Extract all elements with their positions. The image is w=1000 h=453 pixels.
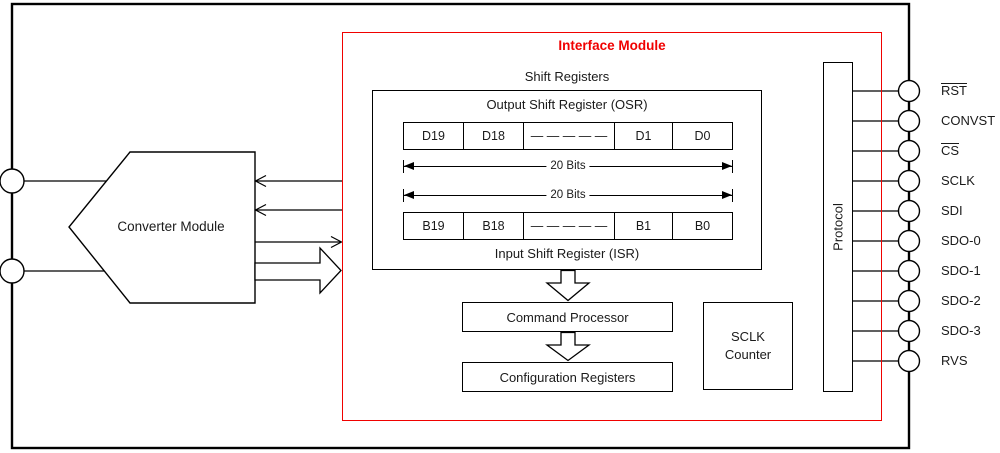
protocol-label: Protocol	[830, 203, 846, 251]
osr-width-dimension: 20 Bits	[403, 159, 733, 173]
isr-bit-row: B19 B18 — — — — — B1 B0	[403, 212, 733, 240]
osr-cell-ellipsis: — — — — —	[524, 123, 615, 149]
isr-width-label: 20 Bits	[546, 188, 590, 201]
osr-cell-d18: D18	[464, 123, 524, 149]
pin-terminal-sdo1	[897, 259, 921, 283]
pin-terminal-rst	[897, 79, 921, 103]
pin-terminal-sdi	[897, 199, 921, 223]
dimension-tick	[732, 189, 733, 202]
pin-label-sdi: SDI	[941, 203, 963, 218]
command-to-config-arrow	[545, 331, 591, 362]
dimension-tick	[403, 160, 404, 173]
dimension-tick	[403, 189, 404, 202]
pin-label-convst: CONVST	[941, 113, 996, 128]
pin-label-rst: RST	[941, 83, 967, 98]
arrowhead-left-1	[254, 174, 267, 188]
pin-terminal-convst	[897, 109, 921, 133]
dimension-arrowhead-right	[722, 162, 732, 171]
pin-label-sclk: SCLK	[941, 173, 975, 188]
pin-label-cs: CS	[941, 143, 960, 158]
isr-cell-ellipsis: — — — — —	[524, 213, 615, 239]
pin-label-sdo0: SDO-0	[941, 233, 981, 248]
configuration-registers-block: Configuration Registers	[462, 362, 673, 392]
isr-label: Input Shift Register (ISR)	[494, 246, 640, 261]
protocol-block: Protocol	[823, 62, 853, 392]
command-processor-label: Command Processor	[506, 309, 629, 325]
isr-cell-b1: B1	[615, 213, 673, 239]
analog-input-terminal-1	[0, 168, 25, 194]
configuration-registers-label: Configuration Registers	[499, 369, 636, 385]
isr-cell-b19: B19	[404, 213, 464, 239]
osr-bit-row: D19 D18 — — — — — D1 D0	[403, 122, 733, 150]
device-outline	[10, 2, 911, 450]
interface-module-title: Interface Module	[558, 38, 666, 53]
pin-label-sdo2: SDO-2	[941, 293, 981, 308]
osr-cell-d1: D1	[615, 123, 673, 149]
converter-module-label: Converter Module	[117, 219, 225, 234]
dimension-tick	[732, 160, 733, 173]
command-processor-block: Command Processor	[462, 302, 673, 332]
isr-to-command-arrow	[545, 269, 591, 302]
dimension-arrowhead-left	[404, 162, 414, 171]
shift-registers-label: Shift Registers	[524, 69, 610, 84]
pin-terminal-sdo3	[897, 319, 921, 343]
pin-label-sdo1: SDO-1	[941, 263, 981, 278]
pin-terminal-rvs	[897, 349, 921, 373]
pin-label-rvs: RVS	[941, 353, 968, 368]
pin-terminal-sdo2	[897, 289, 921, 313]
osr-width-label: 20 Bits	[546, 159, 590, 172]
pin-label-sdo3: SDO-3	[941, 323, 981, 338]
osr-cell-d0: D0	[694, 129, 711, 143]
shift-registers-box	[372, 90, 762, 270]
pin-terminal-cs	[897, 139, 921, 163]
interface-module-region	[342, 32, 882, 421]
sclk-counter-label: SCLK Counter	[724, 329, 772, 362]
arrowhead-left-2	[254, 203, 267, 217]
converter-module-shape	[68, 151, 256, 304]
pin-terminal-sclk	[897, 169, 921, 193]
isr-cell-b18: B18	[464, 213, 524, 239]
isr-width-dimension: 20 Bits	[403, 188, 733, 202]
osr-cell-d19: D19	[404, 123, 464, 149]
dimension-arrowhead-left	[404, 191, 414, 200]
osr-label: Output Shift Register (OSR)	[486, 97, 648, 112]
arrowhead-right	[330, 235, 343, 249]
data-bus-arrow	[254, 246, 342, 295]
analog-input-terminal-2	[0, 258, 25, 284]
dimension-arrowhead-right	[722, 191, 732, 200]
pin-terminal-sdo0	[897, 229, 921, 253]
isr-cell-b0: B0	[694, 219, 711, 233]
sclk-counter-block: SCLK Counter	[703, 302, 793, 390]
